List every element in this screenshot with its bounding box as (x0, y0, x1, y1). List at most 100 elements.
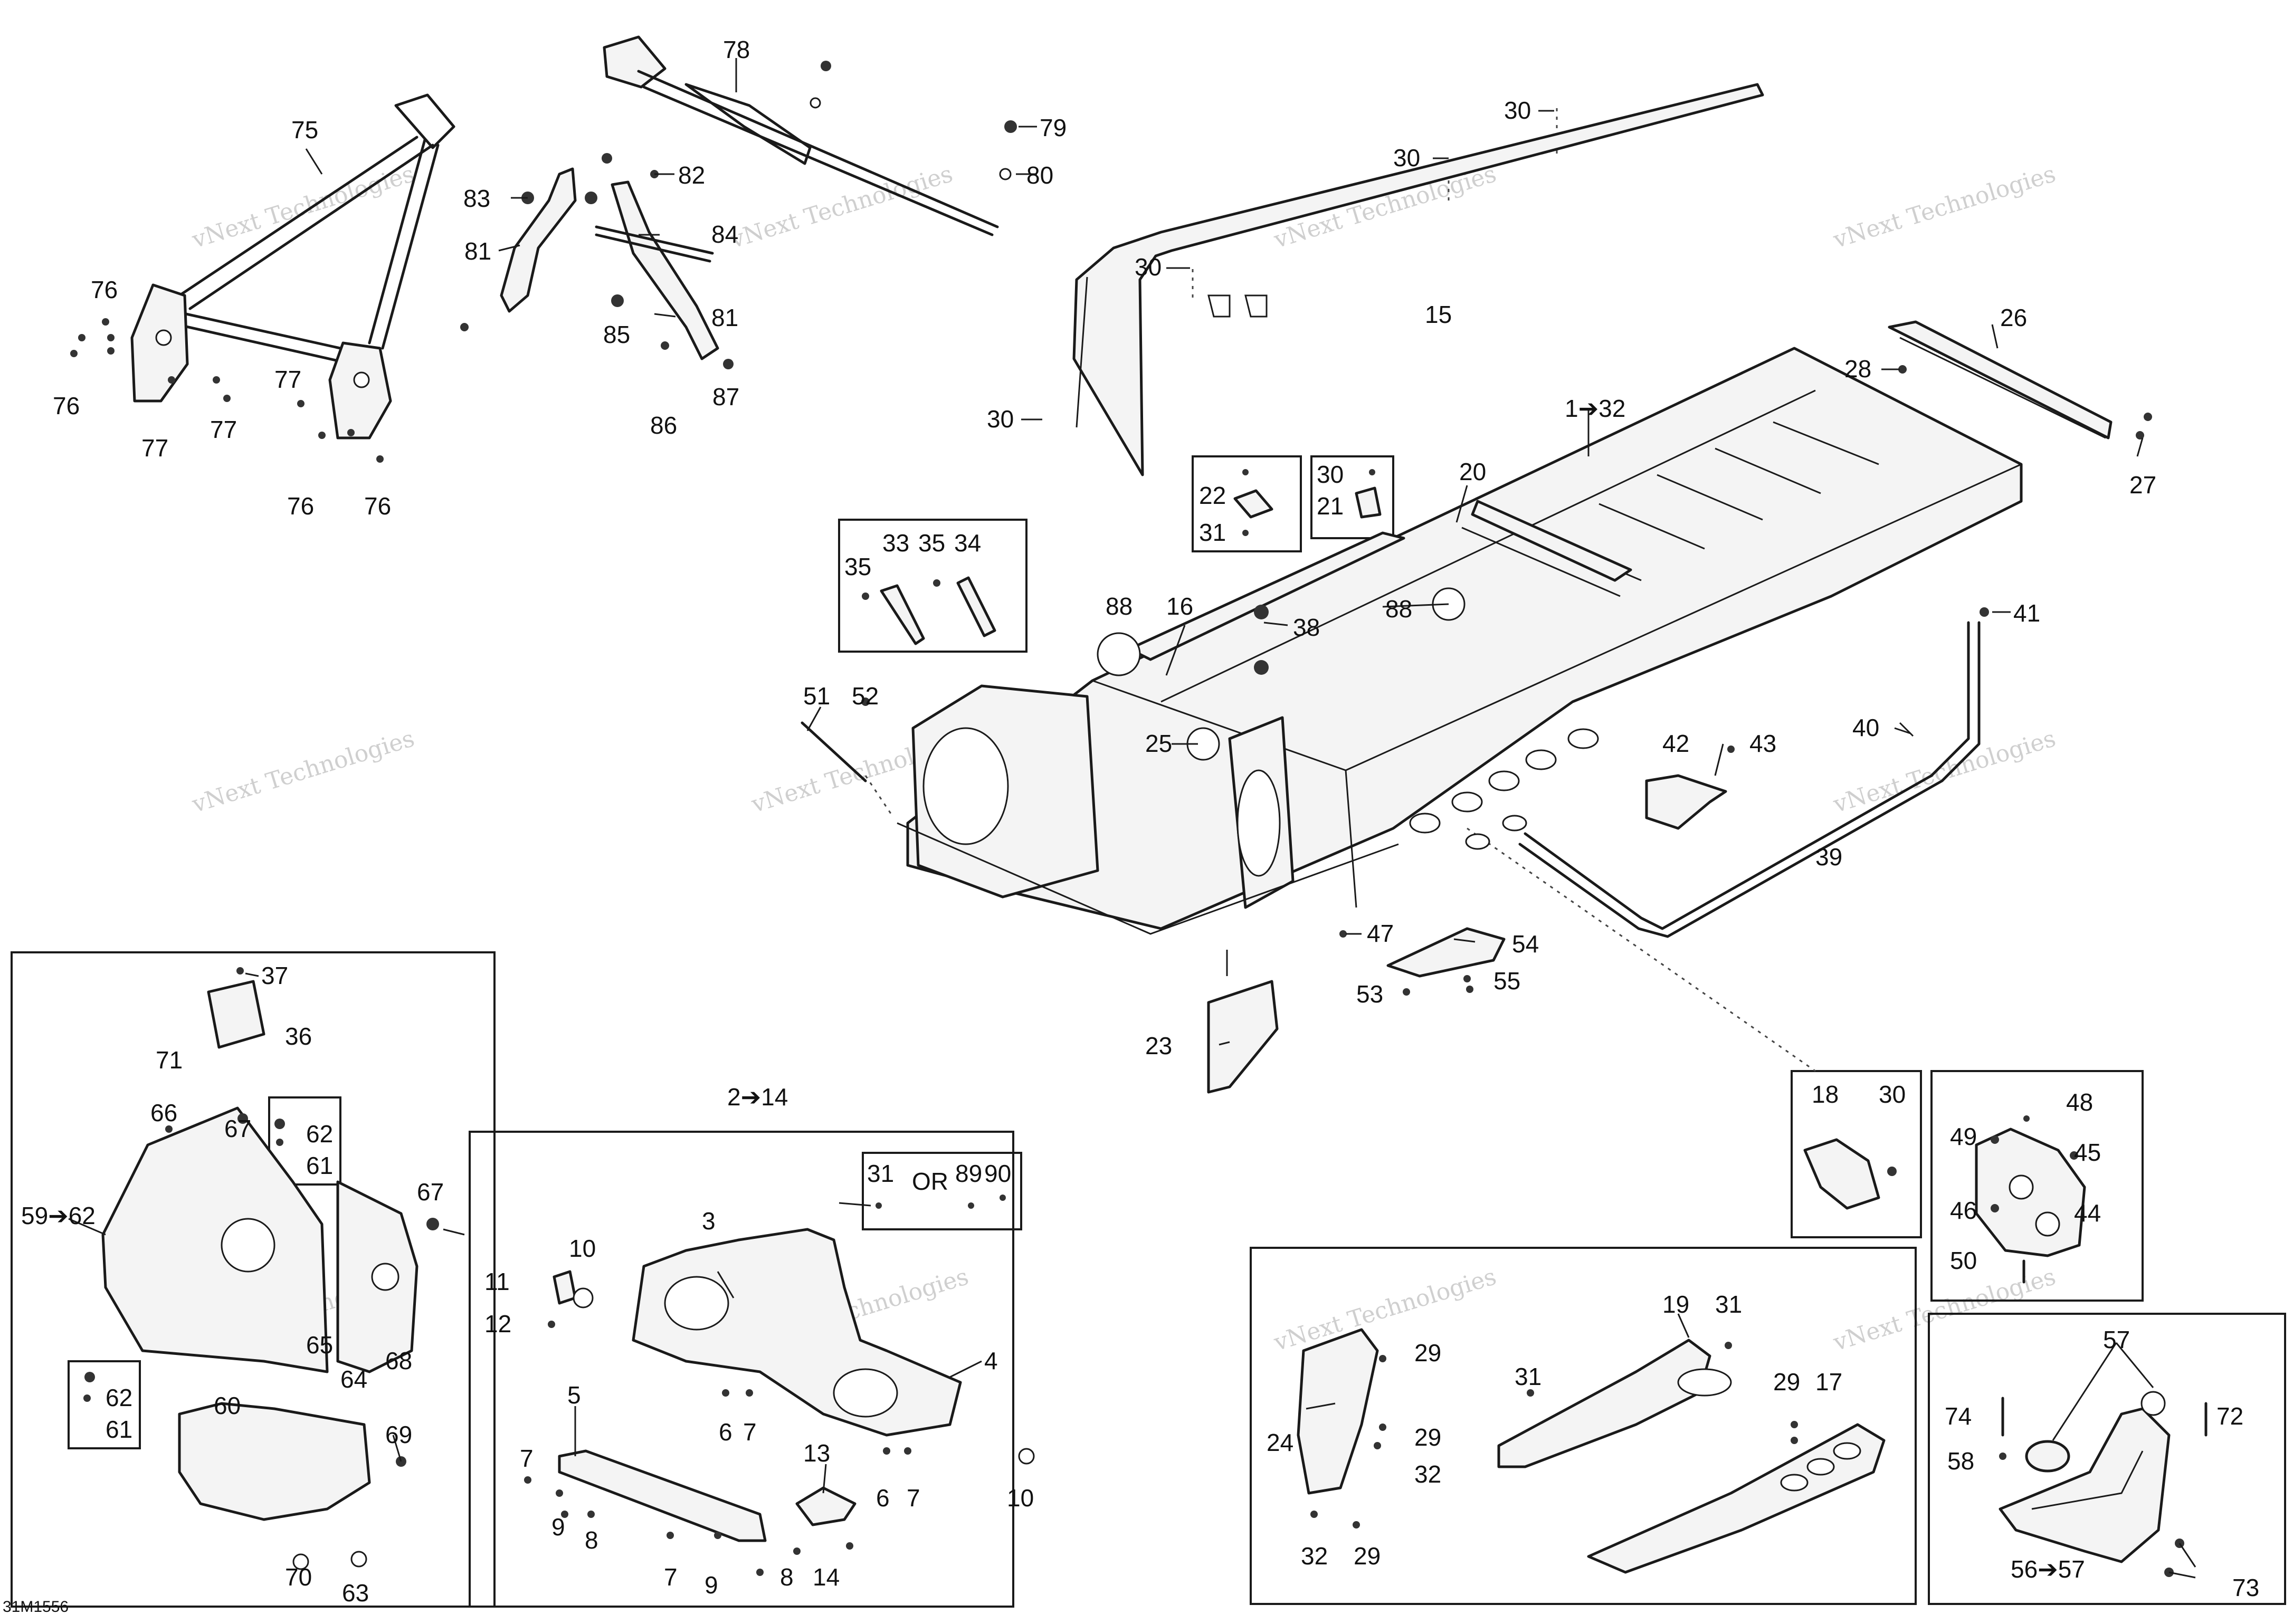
callout-81: 81 (711, 304, 738, 331)
callout-38: 38 (1293, 614, 1320, 641)
callout-60: 60 (214, 1392, 241, 1419)
leader-lines (68, 58, 2196, 1579)
callout-30: 30 (1135, 253, 1162, 281)
callout-23: 23 (1145, 1032, 1172, 1059)
callout-7: 7 (907, 1484, 920, 1512)
callout-32: 32 (1414, 1460, 1441, 1488)
callout-42: 42 (1662, 730, 1689, 757)
callout-84: 84 (711, 221, 738, 248)
callout-7: 7 (743, 1418, 757, 1446)
group-box-31-or-89-90 (862, 1152, 1022, 1230)
callout-9: 9 (705, 1571, 718, 1599)
callout-41: 41 (2013, 599, 2040, 627)
callout-49: 49 (1950, 1123, 1977, 1150)
callout-76: 76 (91, 276, 118, 303)
group-box-22-31 (1192, 455, 1302, 552)
part-18-bracket (1803, 1138, 1897, 1210)
callout-81: 81 (464, 237, 491, 265)
callout-89: 89 (955, 1160, 982, 1187)
callout-29: 29 (1414, 1339, 1441, 1367)
callout-76: 76 (53, 392, 80, 419)
callout-62: 62 (106, 1384, 132, 1411)
callout-47: 47 (1367, 920, 1394, 947)
part-51-52-rod (801, 698, 870, 782)
group-box-62-61-bottom (68, 1360, 141, 1449)
callout-58: 58 (1947, 1447, 1974, 1475)
callout-66: 66 (150, 1099, 177, 1126)
callout-10: 10 (569, 1235, 596, 1262)
callout-15: 15 (1425, 301, 1452, 328)
diagram-reference-id: 31M1556 (3, 1598, 69, 1616)
callout-43: 43 (1749, 730, 1776, 757)
callout-85: 85 (603, 321, 630, 348)
callout-13: 13 (803, 1439, 830, 1467)
callout-37: 37 (261, 962, 288, 989)
callout-31: 31 (1515, 1363, 1542, 1390)
callout-80: 80 (1026, 161, 1053, 189)
callout-83: 83 (463, 185, 490, 212)
part-42-footrest (1645, 746, 1735, 830)
callout-86: 86 (650, 412, 677, 439)
group-box-30-21 (1310, 455, 1394, 539)
callout-78: 78 (723, 36, 750, 63)
callout-21: 21 (1317, 492, 1344, 520)
callout-or: OR (912, 1168, 948, 1195)
callout-74: 74 (1945, 1402, 1972, 1430)
callout-18: 18 (1812, 1081, 1839, 1108)
callout-68: 68 (385, 1347, 412, 1374)
callout-labels: 75 76 76 76 76 77 77 77 78 79 80 82 83 8… (3, 36, 2259, 1616)
callout-11: 11 (484, 1268, 510, 1295)
callout-39: 39 (1815, 843, 1842, 871)
callout-35: 35 (844, 553, 871, 580)
callout-30: 30 (1879, 1081, 1906, 1108)
watermark-text: vNext Technologies (1270, 1263, 1499, 1356)
callout-53: 53 (1356, 980, 1383, 1008)
callout-77: 77 (274, 366, 301, 393)
callout-29: 29 (1354, 1542, 1381, 1570)
group-box-44-50 (1930, 1070, 2144, 1302)
group-box-18-30 (1791, 1070, 1922, 1238)
callout-70: 70 (285, 1563, 312, 1591)
callout-76: 76 (364, 492, 391, 520)
callout-62: 62 (306, 1120, 333, 1148)
callout-9: 9 (551, 1513, 565, 1541)
callout-64: 64 (340, 1365, 367, 1393)
callout-17: 17 (1815, 1368, 1842, 1396)
callout-4: 4 (984, 1347, 998, 1374)
callout-45: 45 (2074, 1139, 2101, 1166)
callout-50: 50 (1950, 1247, 1977, 1274)
callout-77: 77 (141, 434, 168, 462)
callout-12: 12 (484, 1310, 511, 1338)
group-box-33-35 (838, 519, 1027, 653)
callout-69: 69 (385, 1421, 412, 1448)
callout-8: 8 (780, 1563, 794, 1591)
part-17-19-24-skid-plates (1297, 1328, 1886, 1574)
watermark-text: vNext Technologies (1830, 160, 2059, 254)
part-2-14-front-subframe (524, 1195, 1035, 1576)
callout-61: 61 (306, 1152, 333, 1179)
callout-88: 88 (1106, 593, 1133, 620)
callout-90: 90 (984, 1160, 1011, 1187)
callout-29: 29 (1414, 1424, 1441, 1451)
callout-30: 30 (1317, 461, 1344, 488)
callout-24: 24 (1267, 1429, 1293, 1456)
callout-30: 30 (987, 405, 1014, 433)
callout-19: 19 (1662, 1291, 1689, 1318)
callout-51: 51 (803, 682, 830, 710)
part-23-54-brackets (1207, 927, 1506, 1094)
callout-2-to-14: 2➔14 (727, 1083, 788, 1111)
callout-67: 67 (224, 1115, 251, 1142)
part-26-rear-bar (1888, 320, 2152, 440)
part-33-35-brackets (862, 576, 996, 645)
callout-6: 6 (876, 1484, 890, 1512)
callout-30: 30 (1504, 97, 1531, 124)
callout-20: 20 (1459, 458, 1486, 485)
callout-71: 71 (156, 1046, 183, 1074)
callout-55: 55 (1493, 967, 1520, 995)
callout-29: 29 (1773, 1368, 1800, 1396)
part-59-62-front-frame (83, 967, 439, 1570)
callout-61: 61 (106, 1416, 132, 1443)
callout-52: 52 (852, 682, 879, 710)
callout-30: 30 (1393, 144, 1420, 171)
callout-82: 82 (678, 161, 705, 189)
